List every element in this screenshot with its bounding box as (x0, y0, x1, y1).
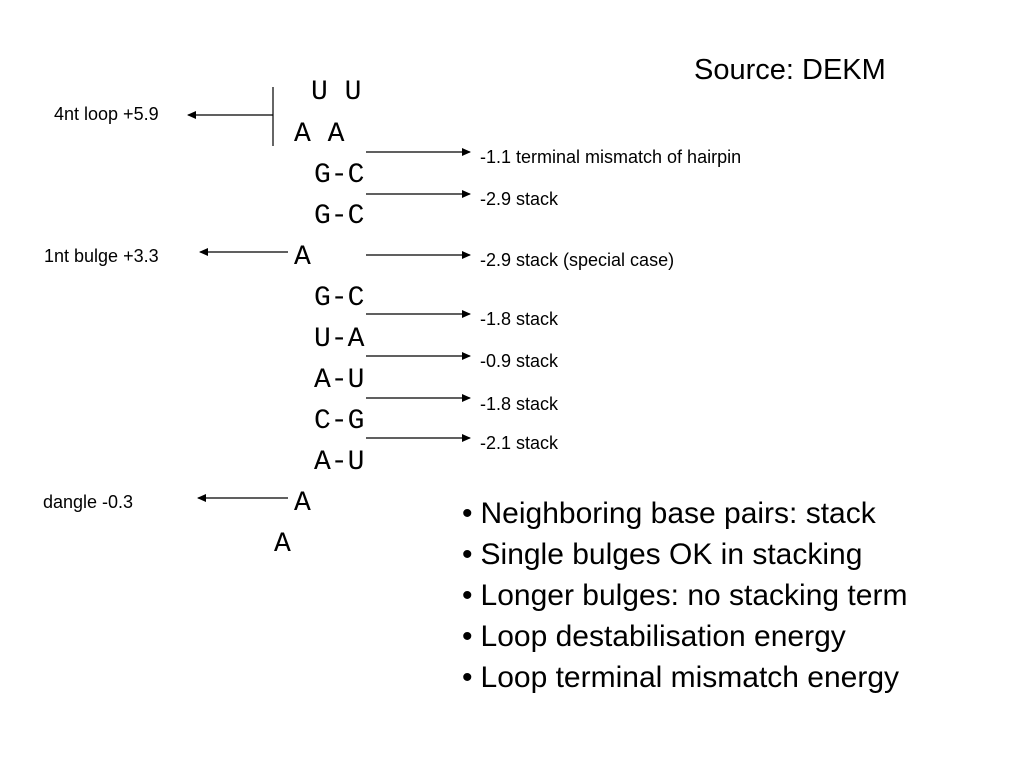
bullet-item: Loop terminal mismatch energy (462, 657, 907, 698)
label-1nt-bulge: 1nt bulge +3.3 (44, 246, 159, 266)
base-pair-3: G-C (314, 283, 365, 314)
label-4nt-loop: 4nt loop +5.9 (54, 104, 159, 124)
dangle-base: A (294, 488, 311, 519)
base-pair-1: G-C (314, 160, 365, 191)
loop-bottom: A A (294, 119, 345, 150)
base-pair-4: U-A (314, 324, 365, 355)
label-stack-5: -2.1 stack (480, 433, 559, 453)
label-stack-2: -1.8 stack (480, 309, 559, 329)
bullet-item: Neighboring base pairs: stack (462, 493, 907, 534)
tail-base: A (274, 529, 291, 560)
bullet-item: Single bulges OK in stacking (462, 534, 907, 575)
base-pair-5: A-U (314, 365, 365, 396)
label-stack-special: -2.9 stack (special case) (480, 250, 675, 270)
base-pair-7: A-U (314, 447, 365, 478)
bullet-item: Longer bulges: no stacking term (462, 575, 908, 616)
label-terminal-mismatch: -1.1 terminal mismatch of hairpin (480, 147, 742, 167)
bullet-item: Loop destabilisation energy (462, 616, 907, 657)
loop-top: U U (311, 77, 362, 108)
base-pair-6: C-G (314, 406, 365, 437)
bullet-list: Neighboring base pairs: stack Single bul… (462, 493, 908, 698)
label-stack-1: -2.9 stack (480, 189, 559, 209)
label-stack-4: -1.8 stack (480, 394, 559, 414)
label-dangle: dangle -0.3 (43, 492, 134, 512)
label-stack-3: -0.9 stack (480, 351, 559, 371)
bulge-base: A (294, 242, 311, 273)
source-title: Source: DEKM (694, 54, 886, 86)
base-pair-2: G-C (314, 201, 365, 232)
